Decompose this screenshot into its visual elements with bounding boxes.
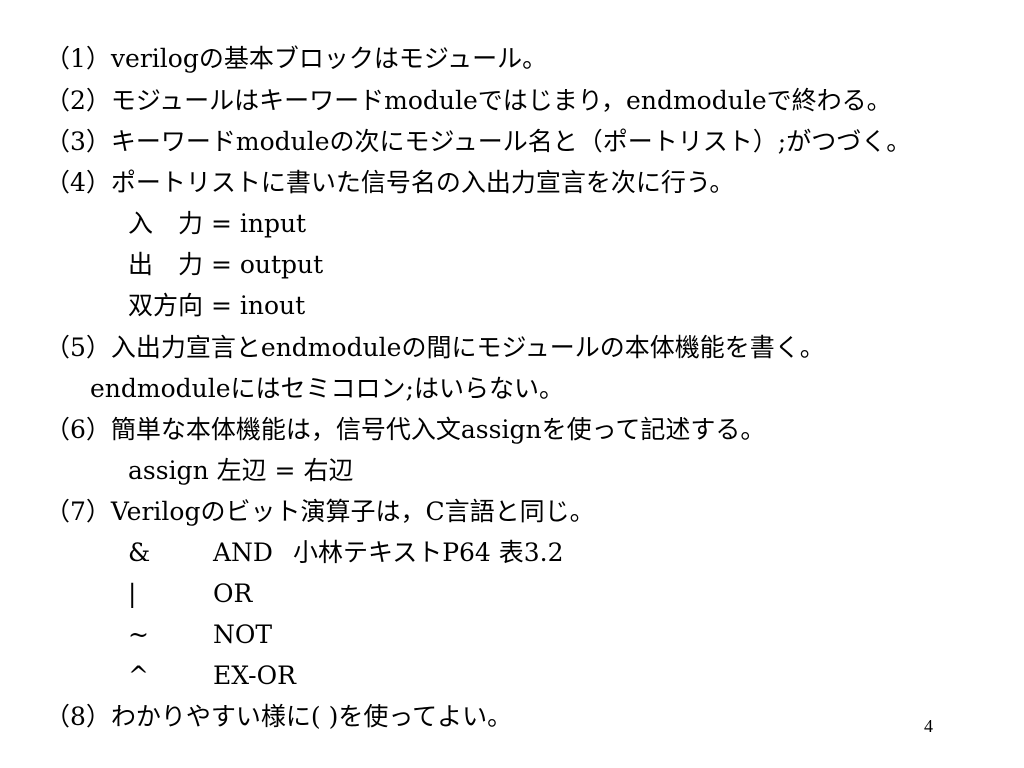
item-6: （6）簡単な本体機能は，信号代入文assignを使って記述する。 — [45, 415, 766, 444]
op-not-name: NOT — [213, 620, 273, 649]
op-and-name: AND 小林テキストP64 表3.2 — [213, 536, 564, 570]
item-3: （3）キーワードmoduleの次にモジュール名と（ポートリスト）;がつづく。 — [45, 127, 912, 156]
op-not-symbol: ~ — [128, 620, 149, 649]
op-or-symbol: | — [128, 579, 137, 608]
item-7: （7）Verilogのビット演算子は，C言語と同じ。 — [45, 497, 595, 526]
item-1: （1）verilogの基本ブロックはモジュール。 — [45, 44, 548, 73]
decl-output: 出 力 = output — [128, 250, 324, 279]
item-2: （2）モジュールはキーワードmoduleではじまり，endmoduleで終わる。 — [45, 86, 892, 115]
decl-input: 入 力 = input — [128, 209, 307, 238]
op-xor-symbol: ^ — [128, 661, 149, 690]
page-number: 4 — [924, 716, 933, 736]
op-and-symbol: & — [128, 538, 151, 567]
op-xor-name: EX-OR — [213, 661, 296, 690]
decl-inout: 双方向 = inout — [128, 291, 306, 320]
op-or-name: OR — [213, 579, 253, 608]
item-8: （8）わかりやすい様に( )を使ってよい。 — [45, 702, 513, 731]
item-4: （4）ポートリストに書いた信号名の入出力宣言を次に行う。 — [45, 168, 735, 197]
assign-syntax: assign 左辺 = 右辺 — [128, 456, 354, 485]
op-and-reference: 小林テキストP64 表3.2 — [292, 538, 564, 567]
item-5: （5）入出力宣言とendmoduleの間にモジュールの本体機能を書く。 — [45, 333, 825, 362]
op-and-label: AND — [213, 538, 273, 567]
item-5-note: endmoduleにはセミコロン;はいらない。 — [90, 374, 564, 403]
